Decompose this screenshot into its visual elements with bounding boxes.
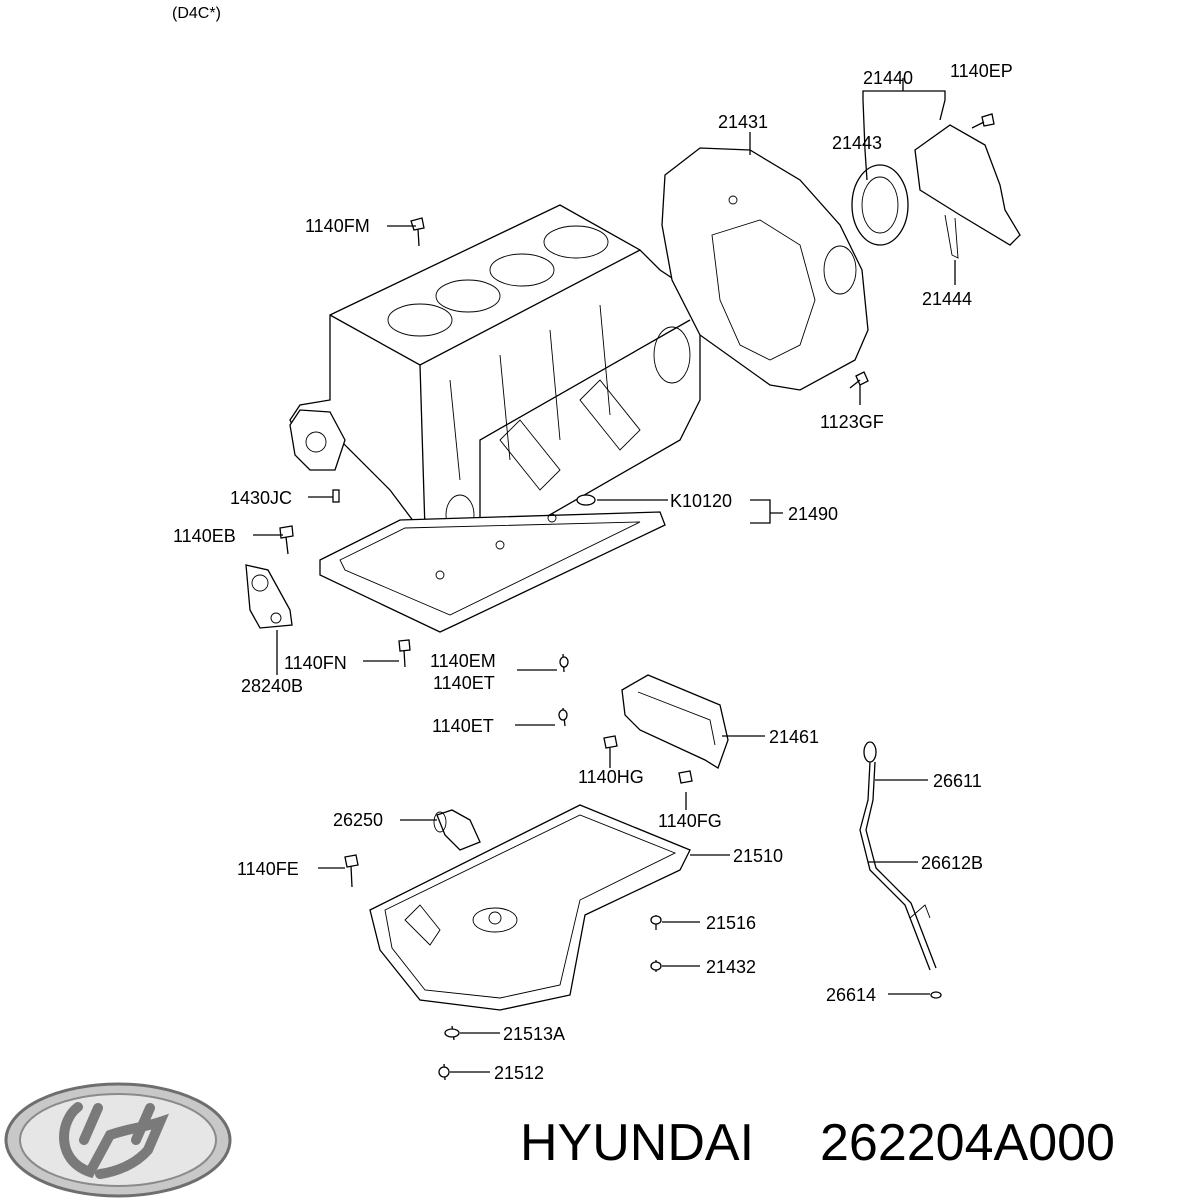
label-1140ET-lower[interactable]: 1140ET <box>432 716 494 736</box>
label-1140EB[interactable]: 1140EB <box>173 526 236 546</box>
label-21443[interactable]: 21443 <box>832 133 882 153</box>
oil-strainer-pipe-drawing <box>245 564 293 629</box>
label-1430JC[interactable]: 1430JC <box>230 488 292 508</box>
engine-code-label: (D4C*) <box>172 5 221 22</box>
leader-lines <box>253 78 956 1073</box>
dipstick-drawing <box>859 741 942 999</box>
hyundai-logo-icon <box>4 1082 232 1198</box>
label-26611[interactable]: 26611 <box>933 771 982 791</box>
label-1140HG[interactable]: 1140HG <box>578 767 644 787</box>
label-1140FG[interactable]: 1140FG <box>658 811 722 831</box>
rear-plate-drawing <box>661 147 869 391</box>
label-21512[interactable]: 21512 <box>494 1063 544 1083</box>
label-26612B[interactable]: 26612B <box>921 853 983 873</box>
label-21510[interactable]: 21510 <box>733 846 783 866</box>
engine-block-drawing <box>289 204 701 556</box>
label-28240B[interactable]: 28240B <box>241 676 303 696</box>
label-26250[interactable]: 26250 <box>333 810 383 830</box>
lower-frame-drawing <box>319 511 666 633</box>
label-1140FE[interactable]: 1140FE <box>237 859 299 879</box>
label-1140FN[interactable]: 1140FN <box>284 653 347 673</box>
label-1140EM[interactable]: 1140EM <box>430 651 496 671</box>
label-K10120[interactable]: K10120 <box>670 491 732 511</box>
label-21431[interactable]: 21431 <box>718 112 768 132</box>
label-21513A[interactable]: 21513A <box>503 1024 565 1044</box>
oil-pan-drawing <box>369 804 691 1011</box>
part-labels: 21440 1140EP 21431 21443 1140FM 21444 11… <box>173 61 1013 1083</box>
label-21444[interactable]: 21444 <box>922 289 972 309</box>
label-21516[interactable]: 21516 <box>706 913 756 933</box>
label-21490[interactable]: 21490 <box>788 504 838 524</box>
oil-pickup-drawing <box>433 809 481 851</box>
label-1140EP[interactable]: 1140EP <box>950 61 1013 81</box>
label-1140FM[interactable]: 1140FM <box>305 216 370 236</box>
brand-name: HYUNDAI <box>520 1114 754 1172</box>
label-21432[interactable]: 21432 <box>706 957 756 977</box>
label-21440[interactable]: 21440 <box>863 68 913 88</box>
label-1140ET-upper[interactable]: 1140ET <box>433 673 495 693</box>
small-parts-drawing <box>438 494 662 1078</box>
label-21461[interactable]: 21461 <box>769 727 819 747</box>
rear-seal-drawing <box>851 124 1021 259</box>
label-1123GF[interactable]: 1123GF <box>820 412 884 432</box>
part-number: 262204A000 <box>820 1114 1115 1172</box>
label-26614[interactable]: 26614 <box>826 985 876 1005</box>
baffle-plate-drawing <box>621 674 729 769</box>
